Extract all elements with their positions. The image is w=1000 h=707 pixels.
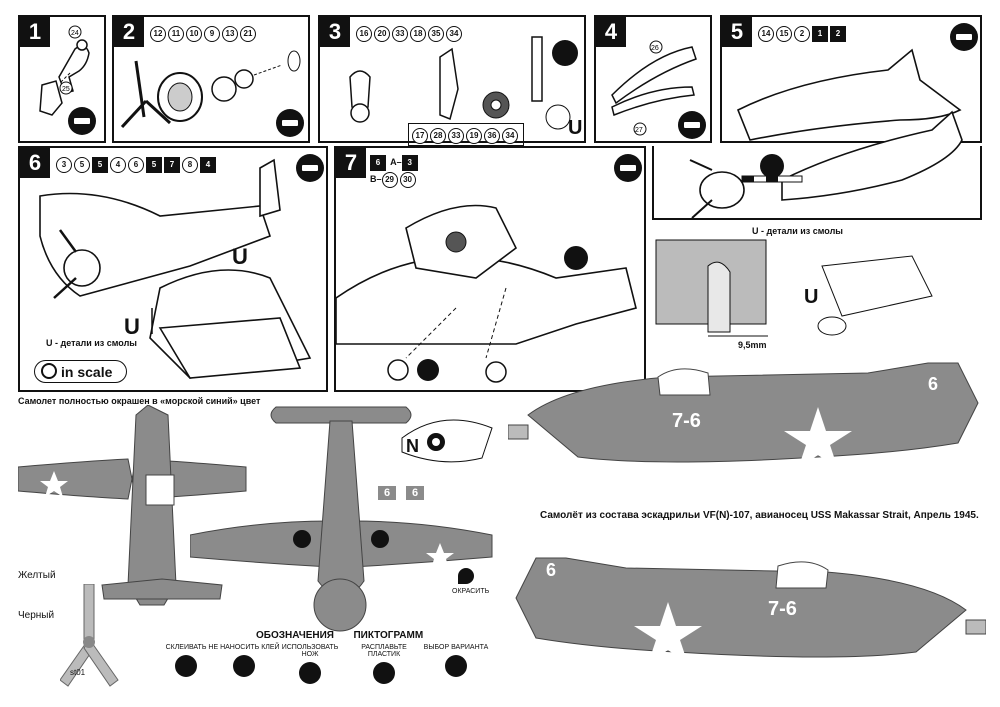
legend-no-glue: НЕ НАНОСИТЬ КЛЕЙ bbox=[208, 644, 280, 677]
glue-icon bbox=[678, 111, 706, 139]
canopy-drawing: 26 27 bbox=[611, 40, 697, 136]
step-3-number: 3 bbox=[320, 17, 350, 47]
tail-number-right: 6 bbox=[546, 560, 557, 580]
resin-part-mark: U bbox=[804, 286, 819, 308]
pilot-seat-drawing: 24 25 bbox=[39, 25, 90, 116]
glue-icon bbox=[296, 154, 324, 182]
svg-text:27: 27 bbox=[635, 127, 643, 134]
landing-gear-drawing bbox=[349, 36, 578, 130]
resin-parts-note: U - детали из смолы bbox=[752, 226, 843, 236]
glue-icon bbox=[175, 655, 197, 677]
glue-icon bbox=[68, 107, 96, 135]
wing-assembly-drawing bbox=[39, 158, 312, 379]
resin-part-mark: U bbox=[232, 244, 248, 269]
resin-part-mark: U bbox=[568, 117, 583, 139]
fuselage-halves-drawing bbox=[689, 48, 963, 219]
decal-number-a: 6 bbox=[378, 486, 397, 500]
tail-number-left: 6 bbox=[928, 374, 939, 394]
knife-icon bbox=[299, 662, 321, 684]
in-scale-logo: in scale bbox=[34, 360, 128, 383]
legend-knife: ИСПОЛЬЗОВАТЬ НОЖ bbox=[274, 644, 346, 684]
engine-propeller-drawing bbox=[120, 50, 301, 129]
svg-text:26: 26 bbox=[651, 45, 659, 52]
decal-number-b: 6 bbox=[406, 486, 425, 500]
resin-parts-note: U - детали из смолы bbox=[46, 338, 137, 348]
no-glue-icon bbox=[233, 655, 255, 677]
black-color-label: Черный bbox=[18, 610, 55, 621]
side-code-left: 7-6 bbox=[672, 410, 701, 432]
paint-icon bbox=[458, 568, 474, 584]
side-profile-right bbox=[515, 557, 986, 664]
logo-circle-icon bbox=[41, 363, 57, 379]
legend-variant: ВЫБОР ВАРИАНТА bbox=[420, 644, 492, 677]
paint-icon-label: ОКРАСИТЬ bbox=[452, 588, 490, 595]
bottom-view-drawing bbox=[190, 406, 493, 632]
step-4-panel: 4 26 27 bbox=[594, 15, 712, 143]
measurement-label: 9,5mm bbox=[738, 340, 767, 350]
propeller-code: st01 bbox=[70, 668, 86, 677]
svg-text:N: N bbox=[406, 436, 419, 456]
step-4-number: 4 bbox=[596, 17, 626, 47]
melt-plastic-icon bbox=[373, 662, 395, 684]
yellow-color-label: Желтый bbox=[18, 570, 56, 581]
side-code-right: 7-6 bbox=[768, 598, 797, 620]
step-6-number: 6 bbox=[20, 148, 50, 178]
legend-title: ОБОЗНАЧЕНИЯ ПИКТОГРАММ bbox=[256, 630, 424, 641]
step-5-number: 5 bbox=[722, 17, 752, 47]
glue-icon bbox=[950, 23, 978, 51]
step-7-number: 7 bbox=[336, 148, 366, 178]
side-profile-left bbox=[508, 362, 979, 469]
svg-text:25: 25 bbox=[62, 86, 70, 93]
legend-glue: СКЛЕИВАТЬ bbox=[150, 644, 222, 677]
profile-caption: Самолёт из состава эскадрильи VF(N)-107,… bbox=[540, 510, 979, 521]
variant-choice-icon bbox=[445, 655, 467, 677]
resin-part-mark: U bbox=[124, 314, 140, 339]
step-1-number: 1 bbox=[20, 17, 50, 47]
paint-scheme-note: Самолет полностью окрашен в «морской син… bbox=[18, 396, 261, 406]
glue-icon bbox=[614, 154, 642, 182]
decal-application-drawing: N bbox=[401, 419, 493, 463]
wing-resin-detail: U - детали из смолы 9,5mm U bbox=[652, 222, 982, 362]
undercarriage-install-drawing bbox=[336, 204, 637, 383]
glue-icon bbox=[276, 109, 304, 137]
legend-melt: РАСПЛАВЬТЕ ПЛАСТИК bbox=[348, 644, 420, 684]
wing-fold-detail-drawing bbox=[655, 239, 933, 337]
step-2-number: 2 bbox=[114, 17, 144, 47]
propeller-drawing bbox=[60, 584, 119, 687]
step-1-panel: 1 24 25 bbox=[18, 15, 106, 143]
svg-text:24: 24 bbox=[71, 30, 79, 37]
top-view-drawing bbox=[18, 405, 247, 606]
